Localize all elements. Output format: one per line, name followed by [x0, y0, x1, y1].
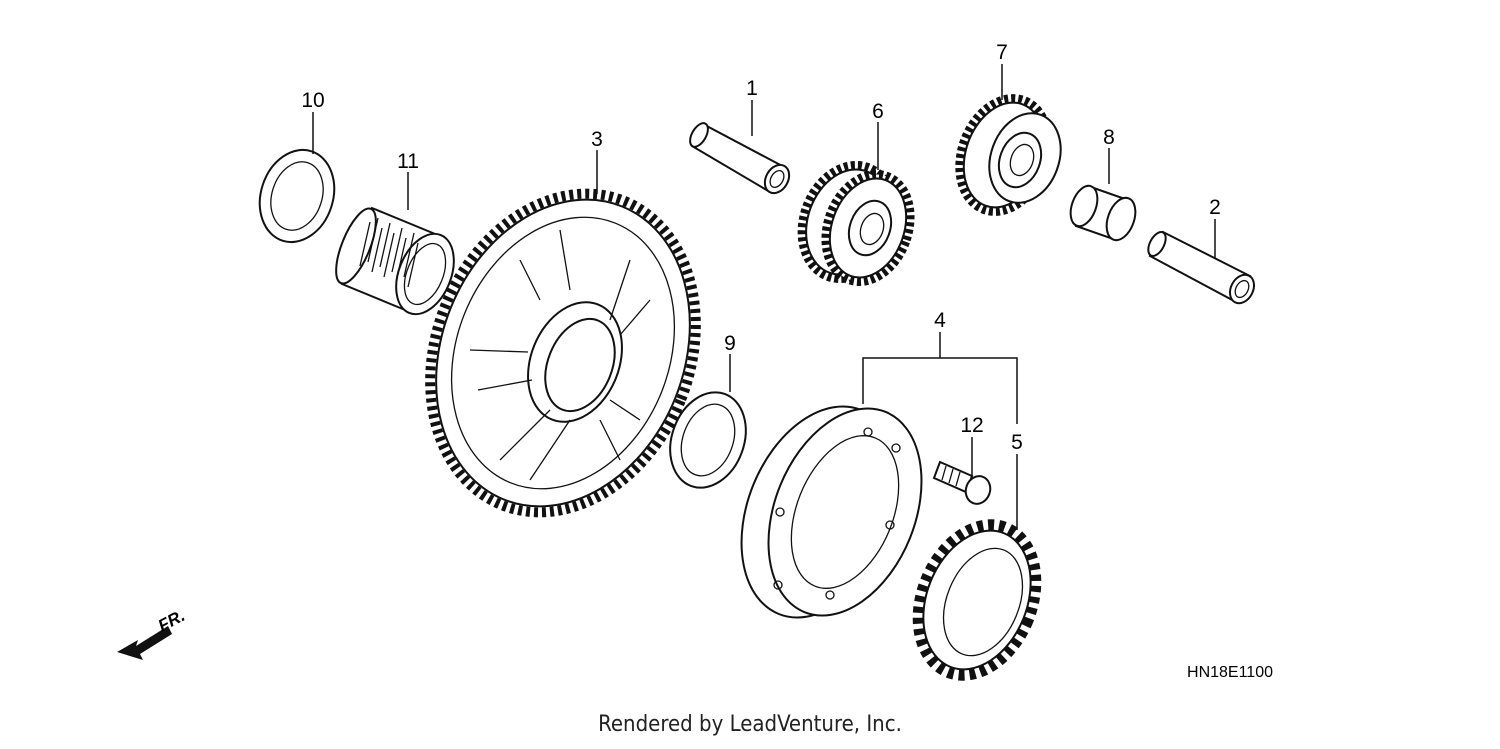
callout-5: 5: [1011, 431, 1023, 454]
part-12-bolt[interactable]: [932, 460, 994, 507]
callout-10: 10: [301, 89, 324, 112]
callout-1: 1: [746, 77, 758, 100]
needle-rollers: [359, 217, 419, 288]
callout-2: 2: [1209, 196, 1221, 219]
part-11-needle-bearing[interactable]: [328, 204, 465, 323]
part-4-clutch-outer[interactable]: [712, 383, 950, 641]
part-5-one-way-clutch[interactable]: [897, 507, 1057, 693]
callout-6: 6: [872, 100, 884, 123]
part-9-washer[interactable]: [657, 382, 758, 499]
part-8-collar[interactable]: [1066, 182, 1141, 244]
callout-9: 9: [724, 332, 736, 355]
callout-numbers: 10 11 3 1 6 7 8 2 9 4 12 5: [301, 41, 1221, 454]
callout-8: 8: [1103, 126, 1115, 149]
part-10-washer[interactable]: [248, 140, 346, 252]
callout-11: 11: [397, 150, 419, 173]
part-1-shaft[interactable]: [686, 120, 794, 197]
part-2-shaft[interactable]: [1145, 229, 1259, 307]
callout-3: 3: [591, 128, 603, 151]
drawing-code: HN18E1100: [1187, 664, 1273, 681]
footer-credit: Rendered by LeadVenture, Inc.: [598, 712, 902, 737]
callout-7: 7: [996, 41, 1008, 64]
callout-4: 4: [934, 309, 946, 332]
front-direction-indicator: FR.: [117, 606, 188, 660]
part-3-driven-gear[interactable]: [384, 153, 742, 552]
callout-12: 12: [960, 414, 983, 437]
front-arrow-icon: [117, 626, 172, 660]
clutch-bolt-holes: [773, 427, 901, 600]
gear-3-spokes: [469, 229, 651, 481]
leader-lines: [312, 64, 1216, 530]
part-7-reduction-gear[interactable]: [945, 86, 1073, 224]
part-6-idle-gear[interactable]: [787, 152, 925, 293]
